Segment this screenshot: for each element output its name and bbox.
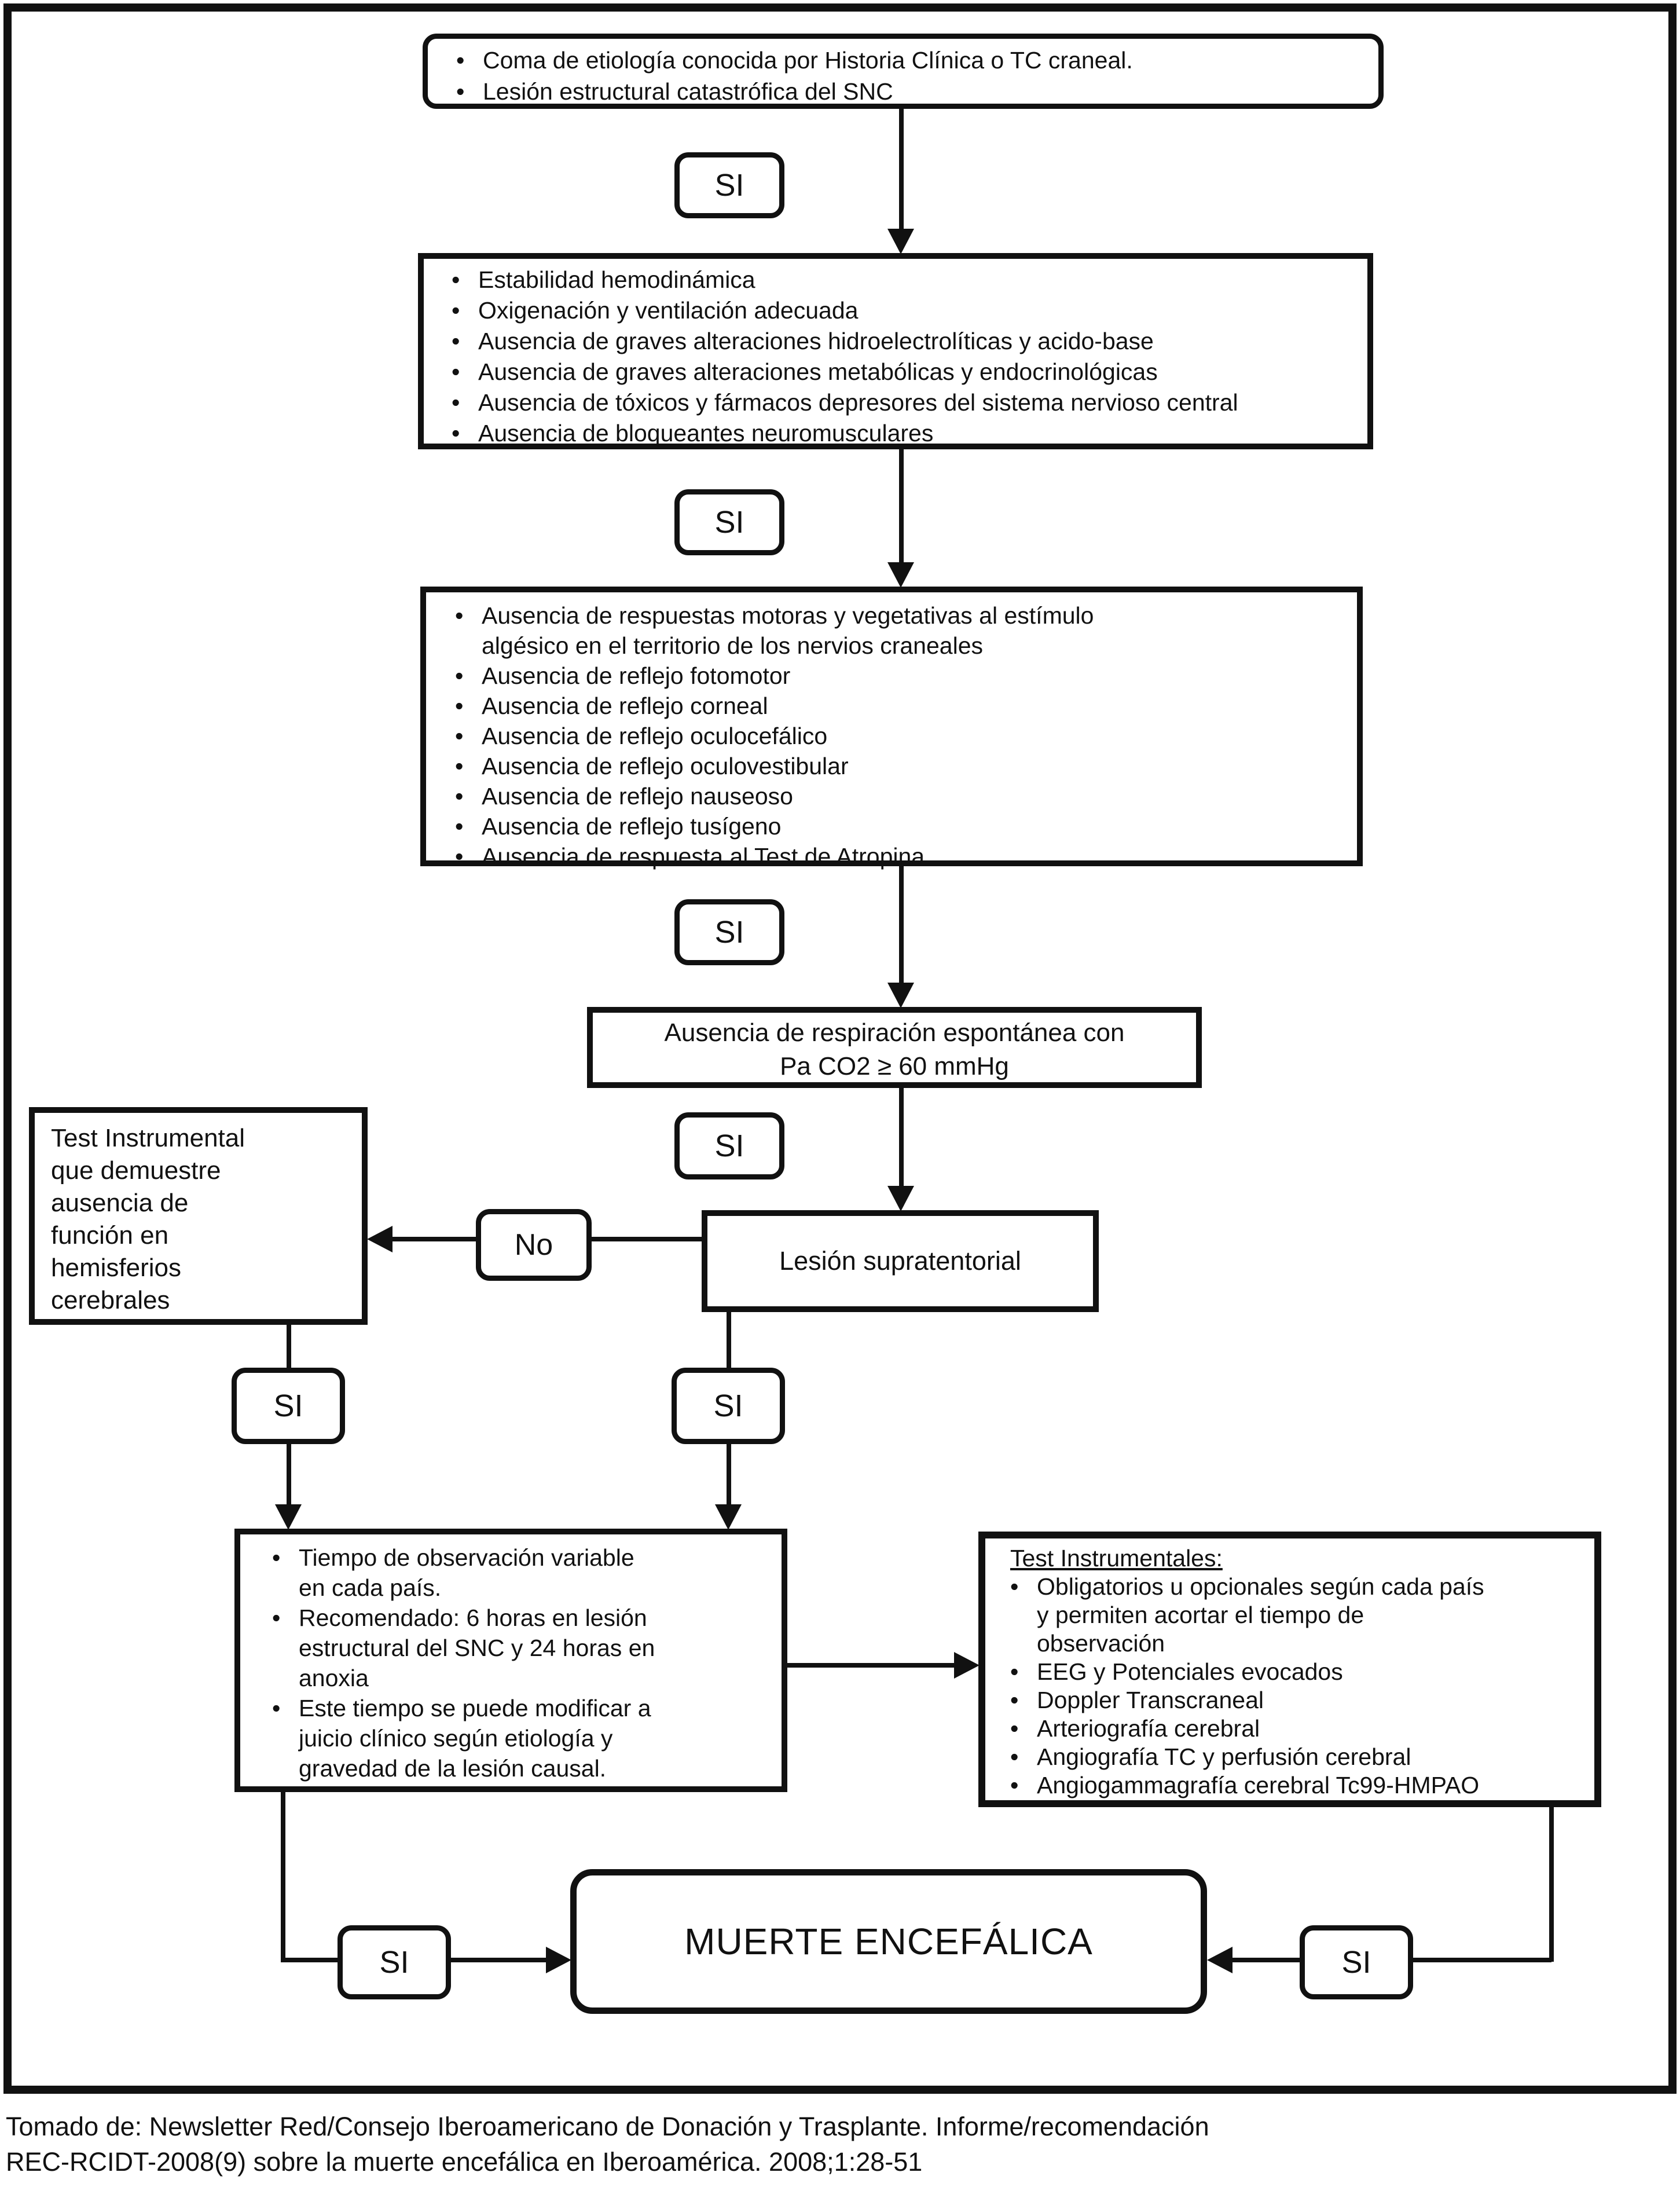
lesion-label: Lesión supratentorial	[779, 1246, 1021, 1276]
list-item: Ausencia de tóxicos y fármacos depresore…	[452, 387, 1356, 418]
si-label: SI	[714, 505, 744, 540]
arrowhead-right-icon	[546, 1947, 571, 1973]
arrowhead-down-icon	[887, 229, 914, 254]
si-connector-6: SI	[672, 1368, 785, 1444]
box-lesion-supratentorial: Lesión supratentorial	[702, 1210, 1099, 1312]
arrowhead-down-icon	[887, 983, 914, 1008]
list-item: Ausencia de reflejo tusígeno	[455, 811, 1345, 841]
list-item: función en	[51, 1221, 169, 1250]
box-apnea-test: Ausencia de respiración espontánea con P…	[587, 1007, 1202, 1088]
box-coma-criteria: Coma de etiología conocida por Historia …	[423, 34, 1384, 109]
si-label: SI	[273, 1389, 303, 1423]
apnea-line-1: Ausencia de respiración espontánea con	[664, 1019, 1125, 1047]
prerequisites-list: Estabilidad hemodinámicaOxigenación y ve…	[424, 259, 1367, 449]
list-item: Ausencia de respuestas motoras y vegetat…	[455, 600, 1345, 661]
si-connector-1: SI	[674, 152, 784, 218]
si-label: SI	[714, 915, 744, 950]
diagram-frame	[3, 3, 1677, 2094]
muerte-encefalica-label: MUERTE ENCEFÁLICA	[684, 1921, 1093, 1962]
si-label: SI	[714, 1129, 744, 1163]
si-label: SI	[714, 168, 744, 203]
si-connector-5: SI	[232, 1368, 345, 1444]
list-item: Lesión estructural catastrófica del SNC	[456, 76, 1367, 107]
connector-line	[899, 109, 904, 248]
apnea-line-2: Pa CO2 ≥ 60 mmHg	[780, 1052, 1009, 1080]
list-item: Test Instrumental	[51, 1124, 245, 1152]
si-connector-bottom-right: SI	[1300, 1925, 1413, 1999]
coma-criteria-list: Coma de etiología conocida por Historia …	[428, 39, 1378, 107]
list-item: Coma de etiología conocida por Historia …	[456, 45, 1367, 76]
list-item: Ausencia de reflejo oculovestibular	[455, 751, 1345, 781]
si-label: SI	[1341, 1945, 1371, 1980]
list-item: Ausencia de reflejo fotomotor	[455, 661, 1345, 691]
list-item: hemisferios	[51, 1254, 181, 1282]
box-instrumental-tests: Test Instrumentales: Obligatorios u opci…	[978, 1532, 1601, 1807]
instrumental-tests-list: Obligatorios u opcionales según cada paí…	[1010, 1573, 1589, 1800]
list-item: ausencia de	[51, 1189, 189, 1217]
list-item: Doppler Transcraneal	[1010, 1686, 1589, 1715]
list-item: Ausencia de reflejo nauseoso	[455, 781, 1345, 811]
instrumental-tests-title: Test Instrumentales:	[1010, 1545, 1223, 1571]
box-instrumental-test-left: Test Instrumental que demuestre ausencia d…	[29, 1107, 368, 1325]
list-item: Ausencia de bloqueantes neuromusculares	[452, 418, 1356, 449]
arrowhead-left-icon	[367, 1226, 393, 1252]
list-item: Ausencia de graves alteraciones metabóli…	[452, 357, 1356, 387]
no-label: No	[514, 1228, 553, 1262]
list-item: Estabilidad hemodinámica	[452, 265, 1356, 295]
arrowhead-right-icon	[954, 1652, 980, 1679]
arrowhead-left-icon	[1207, 1947, 1233, 1973]
list-item: que demuestre	[51, 1156, 221, 1185]
reflex-absence-list: Ausencia de respuestas motoras y vegetat…	[426, 592, 1357, 871]
list-item: Ausencia de reflejo corneal	[455, 691, 1345, 721]
list-item: Este tiempo se puede modificar a juicio …	[272, 1693, 773, 1783]
connector-line	[899, 1087, 904, 1206]
list-item: EEG y Potenciales evocados	[1010, 1658, 1589, 1686]
arrowhead-down-icon	[275, 1504, 302, 1530]
connector-line	[899, 449, 904, 582]
si-connector-3: SI	[674, 899, 784, 965]
list-item: Ausencia de reflejo oculocefálico	[455, 721, 1345, 751]
list-item: Ausencia de respuesta al Test de Atropin…	[455, 841, 1345, 871]
list-item: Ausencia de graves alteraciones hidroele…	[452, 326, 1356, 357]
box-reflex-absence: Ausencia de respuestas motoras y vegetat…	[420, 587, 1363, 870]
si-label: SI	[379, 1945, 409, 1980]
list-item: Tiempo de observación variable en cada p…	[272, 1543, 773, 1603]
list-item: Arteriografía cerebral	[1010, 1715, 1589, 1743]
no-connector: No	[476, 1209, 592, 1281]
list-item: Angiografía TC y perfusión cerebral	[1010, 1743, 1589, 1771]
source-caption: Tomado de: Newsletter Red/Consejo Iberoa…	[6, 2112, 1209, 2177]
list-item: Angiogammagrafía cerebral Tc99-HMPAO	[1010, 1771, 1589, 1800]
list-item: Recomendado: 6 horas en lesión estructur…	[272, 1603, 773, 1693]
list-item: Oxigenación y ventilación adecuada	[452, 295, 1356, 326]
connector-line	[1549, 1807, 1554, 1962]
connector-line	[281, 1792, 285, 1962]
box-prerequisites: Estabilidad hemodinámicaOxigenación y ve…	[418, 253, 1373, 449]
list-item: cerebrales	[51, 1286, 170, 1314]
connector-line	[899, 866, 904, 1002]
observation-time-list: Tiempo de observación variable en cada p…	[240, 1534, 782, 1783]
box-muerte-encefalica: MUERTE ENCEFÁLICA	[570, 1869, 1207, 2014]
arrowhead-down-icon	[887, 562, 914, 588]
si-connector-bottom-left: SI	[338, 1925, 451, 1999]
box-observation-time: Tiempo de observación variable en cada p…	[234, 1529, 787, 1792]
arrowhead-down-icon	[887, 1186, 914, 1211]
list-item: Obligatorios u opcionales según cada paí…	[1010, 1573, 1589, 1658]
arrowhead-down-icon	[715, 1504, 742, 1530]
instrumental-tests-content: Test Instrumentales: Obligatorios u opci…	[985, 1538, 1594, 1800]
si-connector-2: SI	[674, 489, 784, 555]
connector-line	[786, 1663, 960, 1668]
instrumental-test-left-text: Test Instrumental que demuestre ausencia d…	[35, 1113, 362, 1317]
si-connector-4: SI	[674, 1112, 784, 1179]
si-label: SI	[713, 1389, 743, 1423]
